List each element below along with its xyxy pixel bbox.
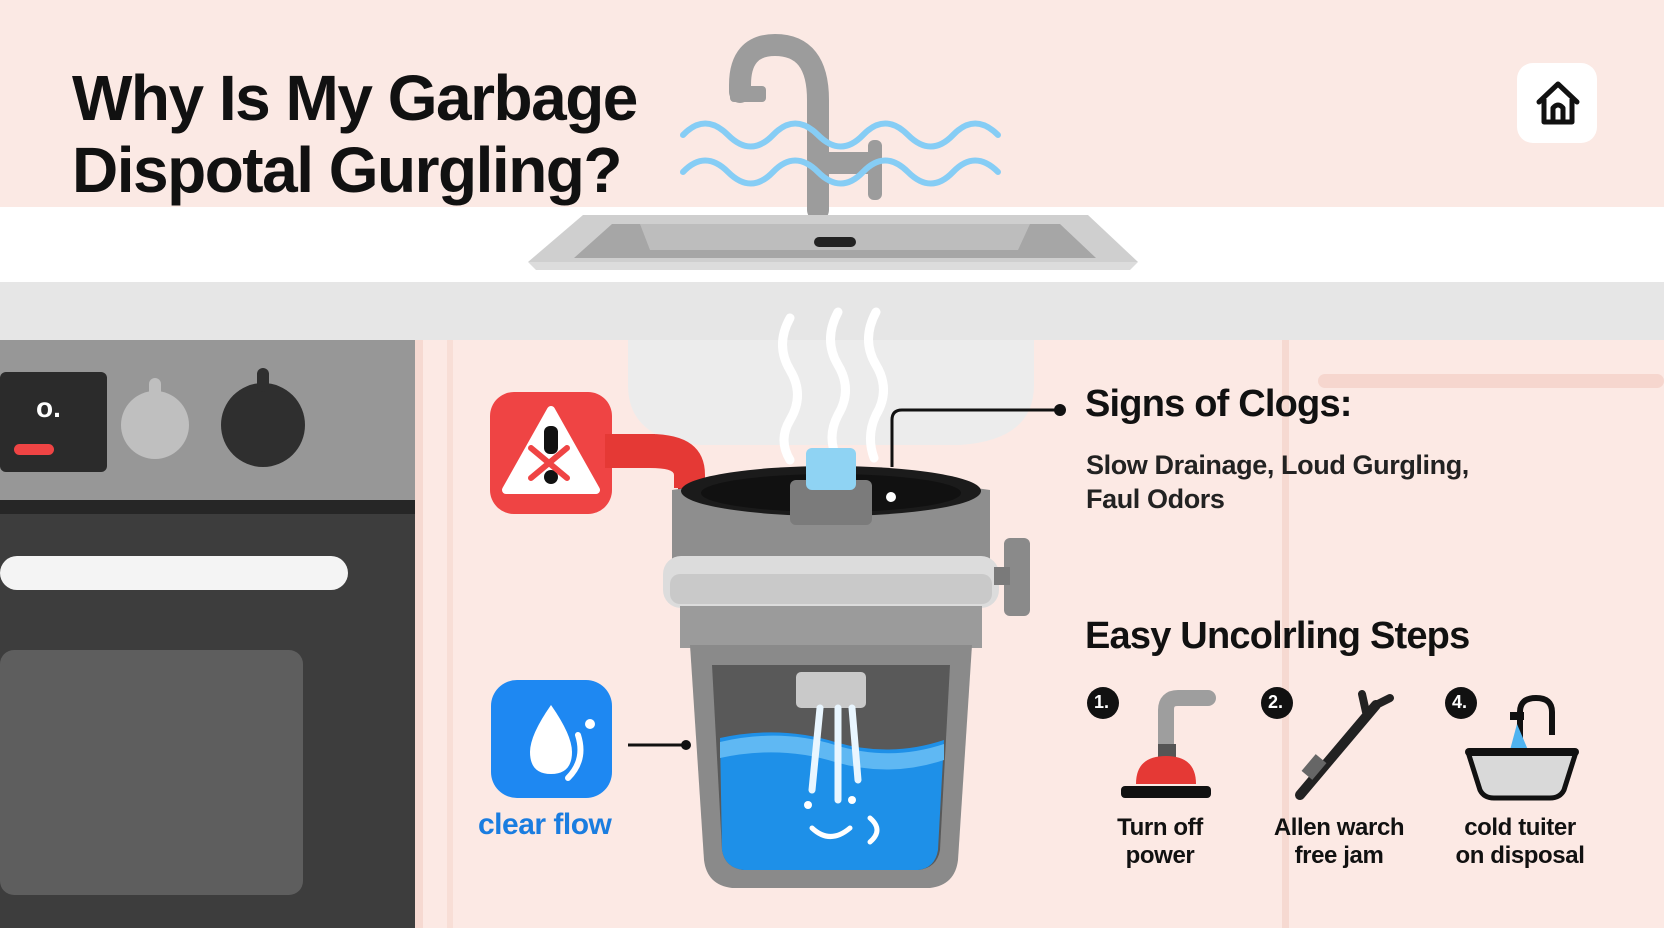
garbage-disposal [663, 448, 1030, 888]
faucet-bowl-icon [1445, 687, 1579, 801]
step-2-number: 2. [1268, 692, 1284, 712]
sink [528, 215, 1138, 270]
steps-heading: Easy Uncolrling Steps [1085, 615, 1470, 657]
stove-indicator [14, 444, 54, 455]
stove-knob-dark [221, 383, 305, 467]
step-4-number: 4. [1452, 692, 1468, 712]
signs-heading: Signs of Clogs: [1085, 383, 1352, 425]
step-2-label-line1: Allen warch [1273, 814, 1405, 841]
water-wave-bottom [680, 157, 1001, 187]
signs-body: Slow Drainage, Loud Gurgling, Faul Odors [1086, 450, 1469, 514]
step-4-label: cold tuiter on disposal [1430, 814, 1610, 870]
step-1-label: Turn off power [1070, 814, 1250, 870]
step-1-number: 1. [1094, 692, 1110, 712]
page-title-line2: Dispotal Gurgling? [72, 134, 622, 206]
stove-knob-light [121, 391, 189, 459]
page-title: Why Is My Garbage Dispotal Gurgling? [72, 62, 692, 206]
home-button[interactable] [1517, 63, 1597, 143]
warning-icon [490, 392, 612, 514]
step-2-label: Allen warch free jam [1249, 814, 1429, 870]
step-2-label-line2: free jam [1294, 842, 1384, 869]
water-wave-top [680, 120, 1001, 150]
stove-display: o. [36, 392, 61, 423]
steam [778, 307, 888, 465]
home-icon [1536, 81, 1580, 125]
step-4-label-line1: cold tuiter [1464, 814, 1576, 841]
sink-drain [814, 237, 856, 247]
page-title-line1: Why Is My Garbage [72, 62, 638, 134]
signs-callout-line [890, 408, 1058, 467]
step-1-label-line2: power [1125, 842, 1195, 869]
oven-window [0, 650, 303, 895]
water-drop-icon [491, 680, 612, 798]
plunger-icon [1087, 687, 1216, 798]
stove [0, 340, 415, 928]
clear-flow-label: clear flow [478, 808, 612, 841]
step-4-label-line2: on disposal [1455, 842, 1585, 869]
sink-basin-underside [628, 340, 1034, 445]
oven-handle [0, 556, 348, 590]
allen-wrench-icon [1261, 687, 1394, 800]
step-1-label-line1: Turn off [1117, 814, 1203, 841]
